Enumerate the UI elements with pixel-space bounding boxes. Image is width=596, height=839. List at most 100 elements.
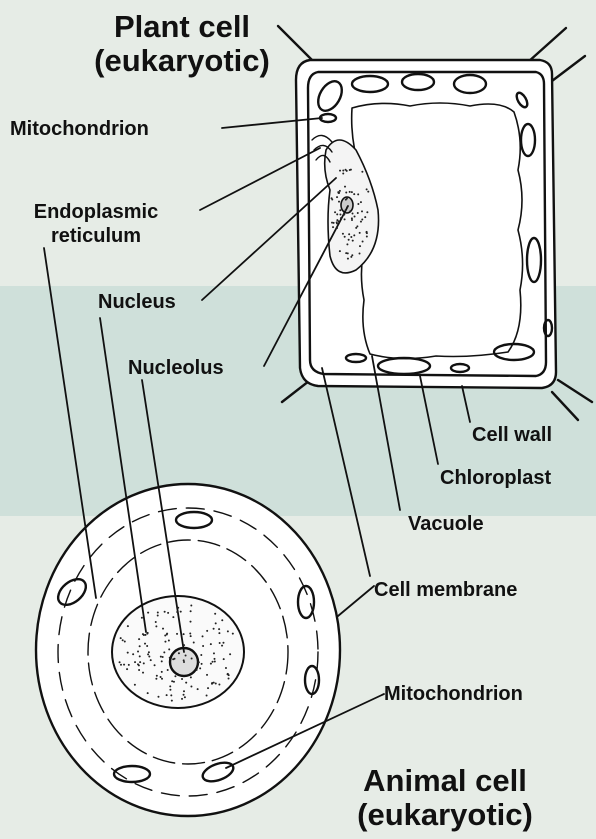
stipple-dot	[344, 209, 346, 211]
stipple-dot	[146, 633, 148, 635]
stipple-dot	[124, 640, 126, 642]
stipple-dot	[353, 234, 355, 236]
label-cell-wall: Cell wall	[472, 423, 552, 447]
stipple-dot	[228, 678, 230, 680]
stipple-dot	[190, 686, 192, 688]
stipple-dot	[168, 648, 170, 650]
stipple-dot	[352, 240, 354, 242]
stipple-dot	[357, 212, 359, 214]
stipple-dot	[364, 216, 366, 218]
stipple-dot	[166, 694, 168, 696]
stipple-dot	[360, 221, 362, 223]
stipple-dot	[191, 658, 193, 660]
label-nucleus: Nucleus	[98, 290, 176, 314]
stipple-dot	[350, 236, 352, 238]
stipple-dot	[201, 663, 203, 665]
stipple-dot	[144, 643, 146, 645]
stipple-dot	[164, 641, 166, 643]
stipple-dot	[215, 622, 217, 624]
label-chloroplast: Chloroplast	[440, 466, 551, 490]
label-endoplasmic-reticulum: Endoplasmic reticulum	[8, 200, 184, 248]
stipple-dot	[366, 231, 368, 233]
stipple-dot	[160, 656, 162, 658]
stipple-dot	[334, 211, 336, 213]
stipple-dot	[213, 652, 215, 654]
stipple-dot	[223, 658, 225, 660]
stipple-dot	[218, 632, 220, 634]
stipple-dot	[214, 660, 216, 662]
stipple-dot	[171, 700, 173, 702]
stipple-dot	[355, 227, 357, 229]
stipple-dot	[119, 661, 121, 663]
stipple-dot	[164, 611, 166, 613]
stipple-dot	[197, 688, 199, 690]
label-er-line2: reticulum	[8, 224, 184, 248]
stipple-dot	[359, 232, 361, 234]
stipple-dot	[349, 210, 351, 212]
label-er-line1: Endoplasmic	[8, 200, 184, 224]
stipple-dot	[207, 687, 209, 689]
animal-cell-title: Animal cell (eukaryotic)	[320, 764, 570, 832]
plant-cell	[278, 26, 592, 420]
stipple-dot	[167, 669, 169, 671]
stipple-dot	[199, 667, 201, 669]
stipple-dot	[346, 206, 348, 208]
stipple-dot	[351, 191, 353, 193]
plant-wall-stub	[548, 56, 585, 84]
stipple-dot	[214, 658, 216, 660]
stipple-dot	[218, 684, 220, 686]
stipple-dot	[352, 213, 354, 215]
stipple-dot	[190, 635, 192, 637]
stipple-dot	[160, 676, 162, 678]
stipple-dot	[344, 236, 346, 238]
stipple-dot	[139, 661, 141, 663]
stipple-dot	[138, 669, 140, 671]
stipple-dot	[157, 612, 159, 614]
stipple-dot	[183, 690, 185, 692]
stipple-dot	[210, 643, 212, 645]
stipple-dot	[172, 658, 174, 660]
stipple-dot	[142, 633, 144, 635]
stipple-dot	[134, 661, 136, 663]
stipple-dot	[210, 663, 212, 665]
stipple-dot	[354, 216, 356, 218]
stipple-dot	[174, 675, 176, 677]
stipple-dot	[139, 655, 141, 657]
stipple-dot	[360, 201, 362, 203]
stipple-dot	[214, 613, 216, 615]
stipple-dot	[351, 254, 353, 256]
plant-wall-stub	[552, 392, 578, 420]
stipple-dot	[339, 209, 341, 211]
plant-cell-title-line2: (eukaryotic)	[64, 44, 300, 78]
label-cell-membrane: Cell membrane	[374, 578, 517, 602]
stipple-dot	[190, 621, 192, 623]
stipple-dot	[166, 633, 168, 635]
stipple-dot	[138, 664, 140, 666]
stipple-dot	[227, 630, 229, 632]
stipple-dot	[150, 659, 152, 661]
stipple-dot	[202, 645, 204, 647]
stipple-dot	[196, 669, 198, 671]
stipple-dot	[183, 633, 185, 635]
stipple-dot	[206, 630, 208, 632]
stipple-dot	[176, 633, 178, 635]
stipple-dot	[339, 170, 341, 172]
stipple-dot	[190, 604, 192, 606]
stipple-dot	[336, 227, 338, 229]
plant-cell-title: Plant cell (eukaryotic)	[64, 10, 300, 78]
stipple-dot	[167, 612, 169, 614]
stipple-dot	[206, 674, 208, 676]
stipple-dot	[359, 253, 361, 255]
stipple-dot	[344, 186, 346, 188]
leader-chloroplast	[420, 376, 438, 464]
plant-wall-stub	[528, 28, 566, 62]
leader-cell-membrane-animal	[338, 586, 374, 616]
leader-cell-wall	[462, 386, 470, 422]
stipple-dot	[181, 678, 183, 680]
label-mitochondrion-animal: Mitochondrion	[384, 682, 523, 706]
plant-wall-stub	[558, 380, 592, 402]
stipple-dot	[200, 654, 202, 656]
animal-cell	[36, 484, 340, 816]
stipple-dot	[215, 683, 217, 685]
stipple-dot	[183, 659, 185, 661]
